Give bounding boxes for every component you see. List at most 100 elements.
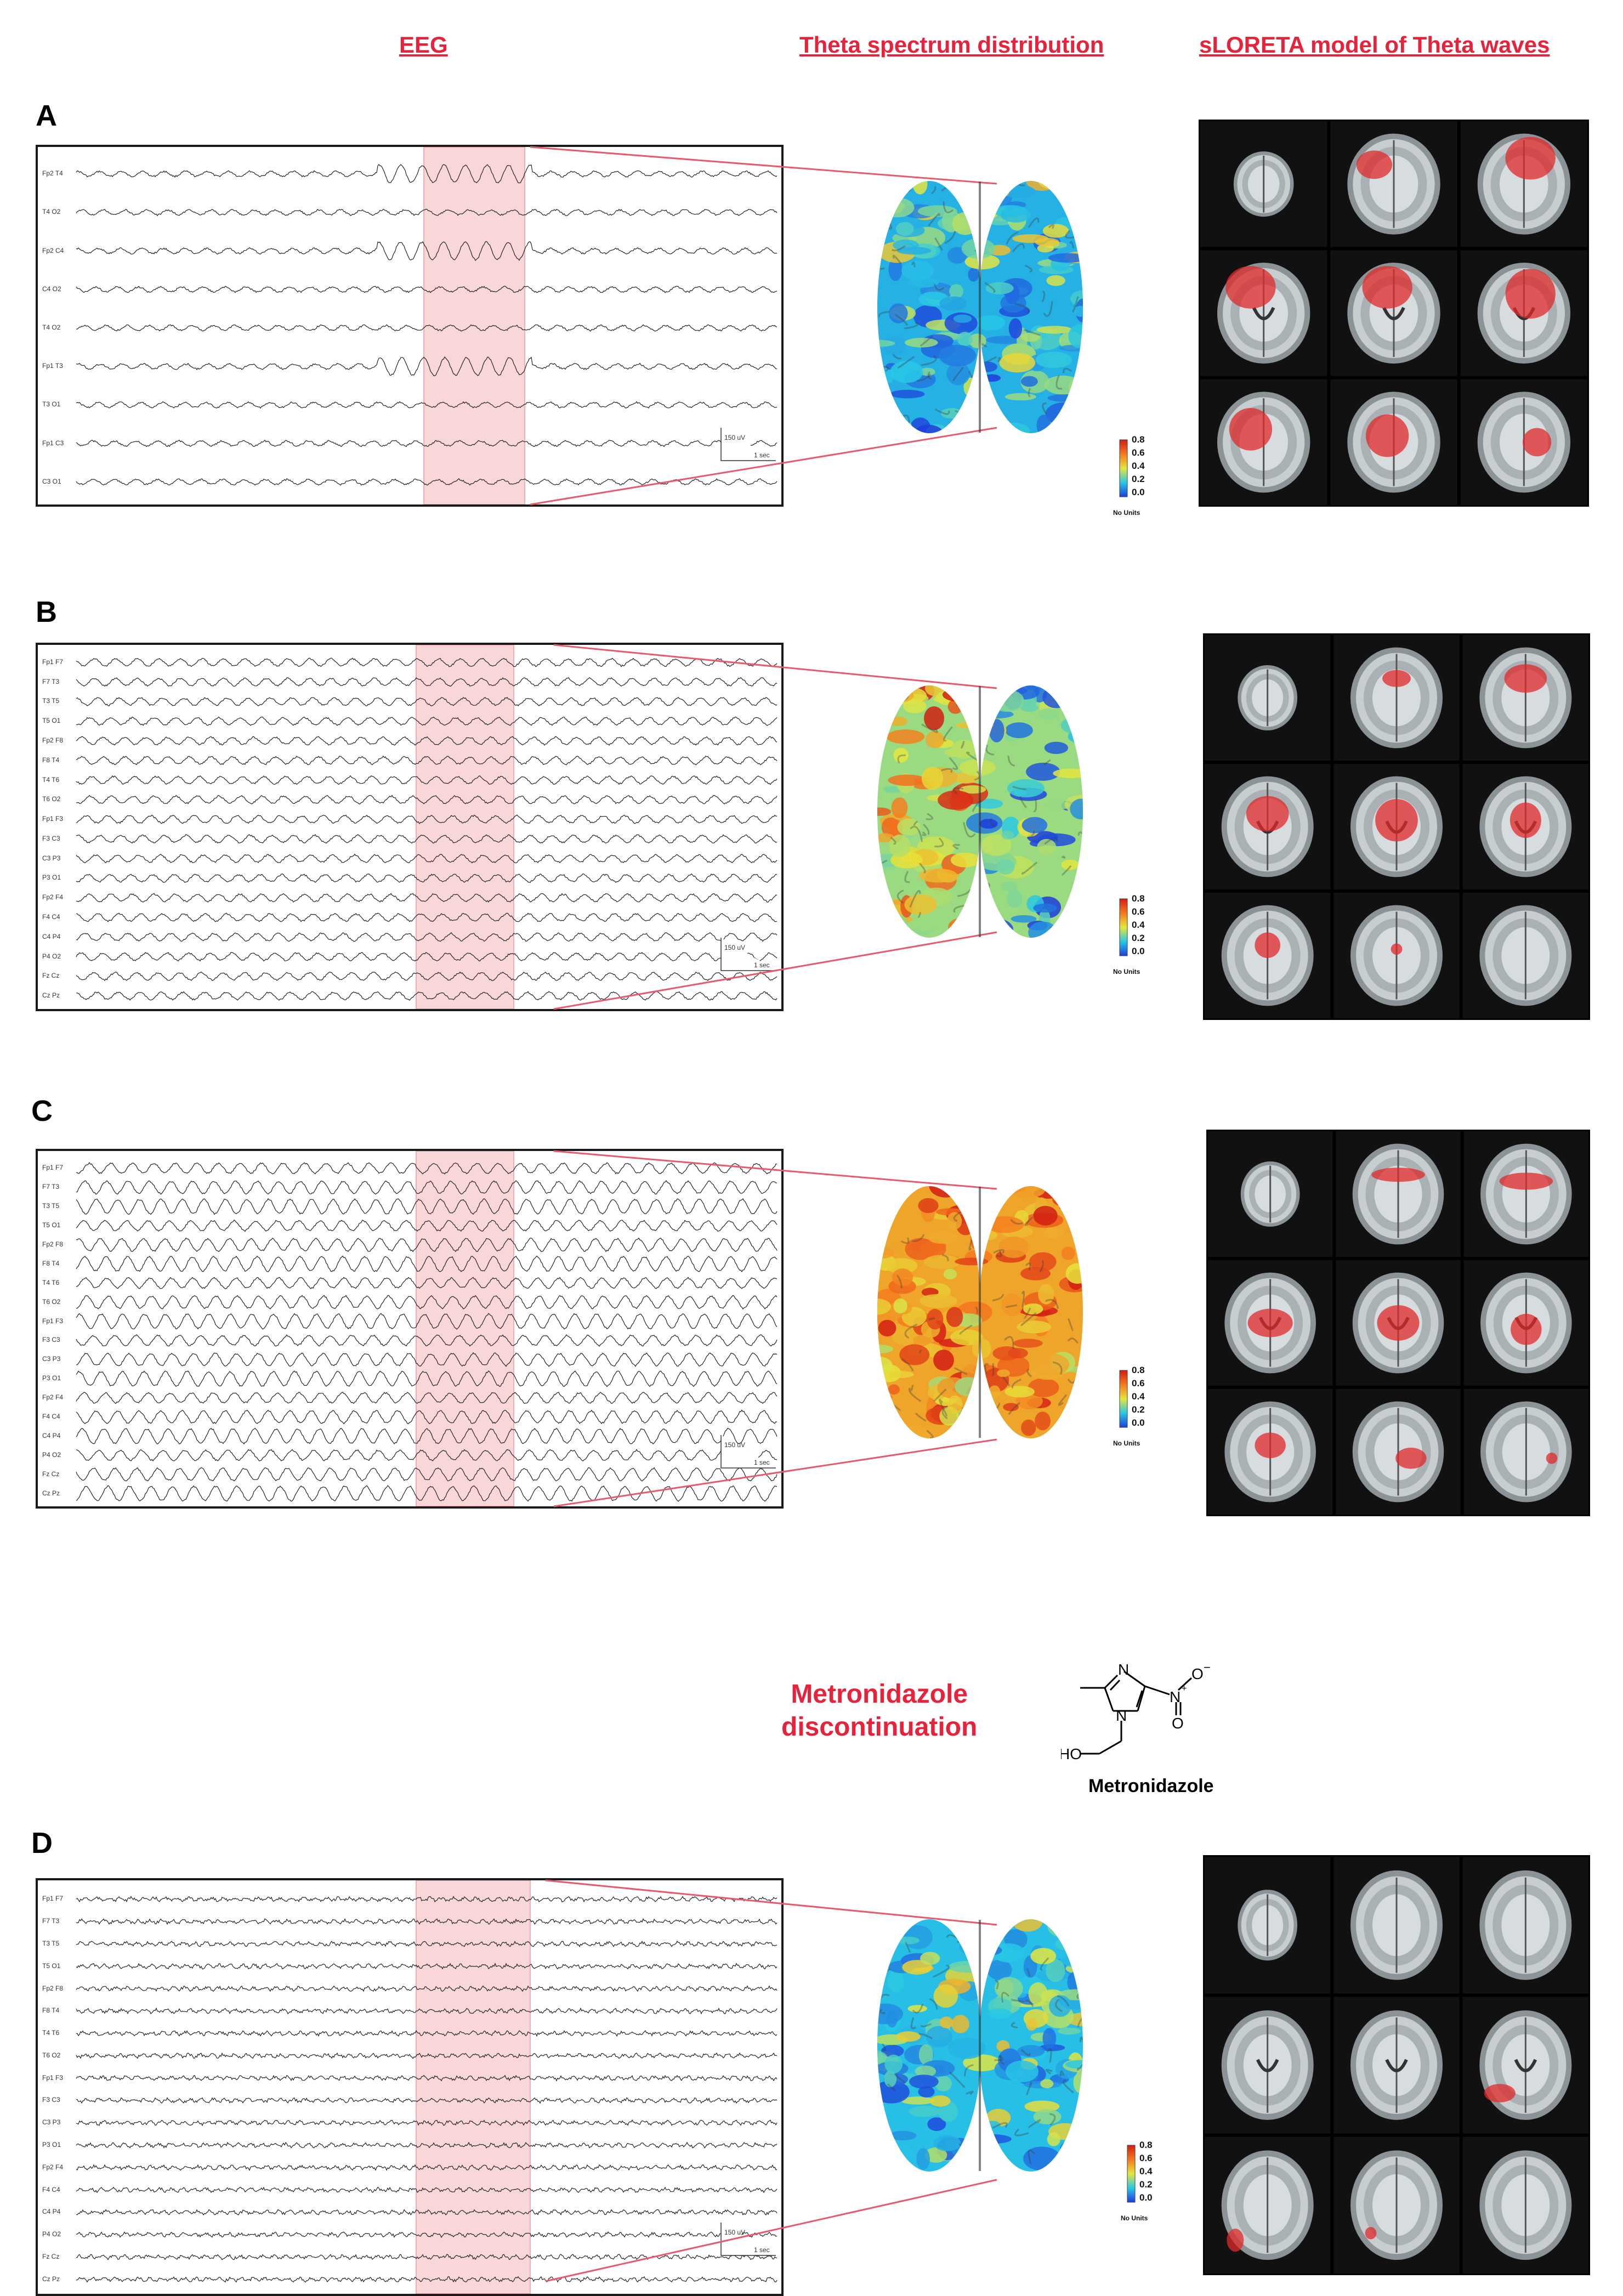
channel-label: F7 T3	[42, 1183, 60, 1191]
channel-label: Fp1 C3	[42, 439, 64, 447]
eeg-trace-line	[76, 1918, 778, 1925]
colorbar-tick: 0.0	[1139, 2192, 1153, 2203]
sloreta-slice	[1460, 121, 1587, 247]
charge-minus: −	[1204, 1660, 1211, 1674]
channel-label: Cz Pz	[42, 2275, 60, 2283]
sloreta-slice	[1333, 1857, 1460, 1994]
channel-label: Fp2 T4	[42, 169, 63, 178]
eeg-trace-line	[76, 1467, 778, 1482]
eeg-trace-line	[76, 1896, 778, 1903]
sloreta-slice	[1460, 250, 1587, 376]
channel-label: F4 C4	[42, 1413, 60, 1420]
hydroxyl-label: HO	[1061, 1745, 1082, 1762]
channel-label: Fp2 F8	[42, 736, 64, 744]
channel-label: F7 T3	[42, 677, 60, 685]
channel-label: T6 O2	[42, 1297, 61, 1306]
colorbar-tick: 0.4	[1132, 461, 1145, 471]
sloreta-slice	[1462, 764, 1588, 889]
channel-label: Fp1 F3	[42, 1317, 64, 1325]
colorbar-tick: 0.2	[1132, 933, 1145, 943]
eeg-trace-line	[76, 696, 778, 707]
eeg-trace-line	[76, 401, 778, 409]
eeg-trace-line	[76, 1963, 778, 1970]
sloreta-slice	[1462, 635, 1588, 761]
eeg-trace-line	[76, 893, 778, 903]
channel-label: P3 O1	[42, 874, 61, 882]
sloreta-slice	[1205, 893, 1331, 1018]
eeg-trace-line	[76, 1295, 778, 1309]
eeg-trace-line	[76, 736, 778, 746]
channel-label: Fz Cz	[42, 2252, 60, 2260]
eeg-trace-line	[76, 1162, 778, 1175]
sloreta-slice	[1333, 893, 1460, 1018]
sloreta-slice	[1463, 1131, 1588, 1257]
atom-n-ring-top: N	[1118, 1661, 1129, 1678]
sloreta-slice	[1336, 1389, 1461, 1515]
channel-label: C4 O2	[42, 285, 61, 293]
sloreta-slice	[1205, 764, 1331, 889]
channel-label: Fp1 F7	[42, 657, 64, 666]
sloreta-slice	[1200, 379, 1327, 505]
eeg-trace-line	[76, 912, 778, 922]
channel-label: T4 O2	[42, 324, 61, 331]
colorbar-tick: 0.6	[1132, 906, 1145, 917]
eeg-trace-line	[76, 677, 778, 687]
channel-label: C4 P4	[42, 1431, 61, 1439]
colorbar-tick: 0.8	[1132, 434, 1145, 445]
highlight-window	[416, 1880, 531, 2294]
eeg-trace-line	[76, 2029, 778, 2037]
channel-label: F3 C3	[42, 834, 60, 842]
channel-label: Cz Pz	[42, 1489, 60, 1497]
molecule-name: Metronidazole	[1088, 1776, 1214, 1796]
eeg-trace-line	[76, 775, 778, 785]
colorbar-tick: 0.0	[1132, 946, 1145, 956]
channel-label: T3 T5	[42, 697, 60, 705]
channel-label: F4 C4	[42, 2185, 60, 2193]
channel-label: F8 T4	[42, 1259, 60, 1267]
channel-label: Fp2 F4	[42, 1393, 64, 1402]
colorbar-tick: 0.8	[1139, 2140, 1153, 2150]
eeg-trace-line	[76, 356, 778, 376]
channel-label: Fz Cz	[42, 1470, 60, 1478]
channel-label: C4 P4	[42, 932, 61, 940]
channel-label: F7 T3	[42, 1917, 60, 1925]
sloreta-slice	[1208, 1260, 1333, 1386]
sloreta-slice	[1205, 635, 1331, 761]
sloreta-slice	[1330, 250, 1457, 376]
sloreta-slice	[1333, 635, 1460, 761]
colorbar-tick: 0.2	[1132, 1404, 1145, 1415]
sloreta-slice	[1333, 2136, 1460, 2274]
intervention-line-1: Metronidazole	[791, 1680, 968, 1709]
panel-label-a: A	[36, 99, 57, 132]
eeg-trace-line	[76, 1391, 778, 1404]
eeg-trace-line	[76, 2164, 778, 2172]
channel-label: C3 P3	[42, 2118, 61, 2127]
eeg-trace-line	[76, 324, 778, 332]
scale-bar	[720, 938, 776, 971]
channel-label: Fp1 F3	[42, 2073, 64, 2082]
theta-column-header: Theta spectrum distribution	[799, 32, 1104, 58]
channel-label: Fp2 F8	[42, 1984, 64, 1992]
scale-amplitude-label: 150 uV	[724, 944, 745, 951]
scale-time-label: 1 sec	[754, 1459, 770, 1466]
sloreta-slice	[1463, 1389, 1588, 1515]
scale-bar	[720, 2223, 776, 2256]
colorbar-tick: 0.6	[1132, 1378, 1145, 1388]
eeg-trace-line	[76, 1237, 778, 1252]
channel-label: T4 T6	[42, 775, 60, 784]
colorbar-units: No Units	[1121, 2214, 1148, 2222]
highlight-window	[416, 1151, 514, 1506]
sloreta-slice	[1208, 1389, 1333, 1515]
colorbar-tick: 0.6	[1132, 447, 1145, 458]
panel-label-d: D	[31, 1827, 53, 1860]
intervention-line-2: discontinuation	[781, 1713, 978, 1742]
charge-plus: +	[1182, 1684, 1187, 1693]
eeg-trace-line	[76, 2209, 778, 2216]
scale-time-label: 1 sec	[754, 2246, 770, 2254]
eeg-trace-line	[76, 1985, 778, 1992]
